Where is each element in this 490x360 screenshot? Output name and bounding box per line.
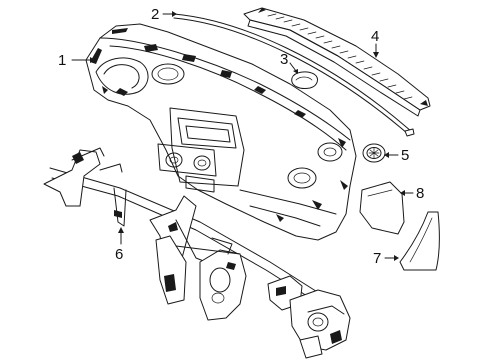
- callout-8: 8: [416, 185, 424, 202]
- callout-1: 1: [58, 52, 66, 69]
- callout-6: 6: [115, 246, 123, 263]
- part-3-cap[interactable]: [291, 71, 318, 89]
- part-8-side-cover[interactable]: [359, 181, 405, 235]
- callout-3: 3: [280, 51, 288, 68]
- callout-2: 2: [151, 6, 159, 23]
- part-2-seal-strip[interactable]: [173, 13, 415, 137]
- callout-4: 4: [371, 28, 379, 45]
- part-4-defroster-panel[interactable]: [243, 7, 431, 117]
- part-1-instrument-panel[interactable]: [85, 23, 357, 241]
- callout-5: 5: [401, 147, 409, 164]
- part-6-cross-car-beam[interactable]: [43, 147, 351, 359]
- callout-7: 7: [373, 250, 381, 267]
- callout-leaders: [71, 11, 414, 261]
- part-7-end-trim[interactable]: [399, 211, 440, 271]
- part-5-round-vent[interactable]: [362, 143, 386, 163]
